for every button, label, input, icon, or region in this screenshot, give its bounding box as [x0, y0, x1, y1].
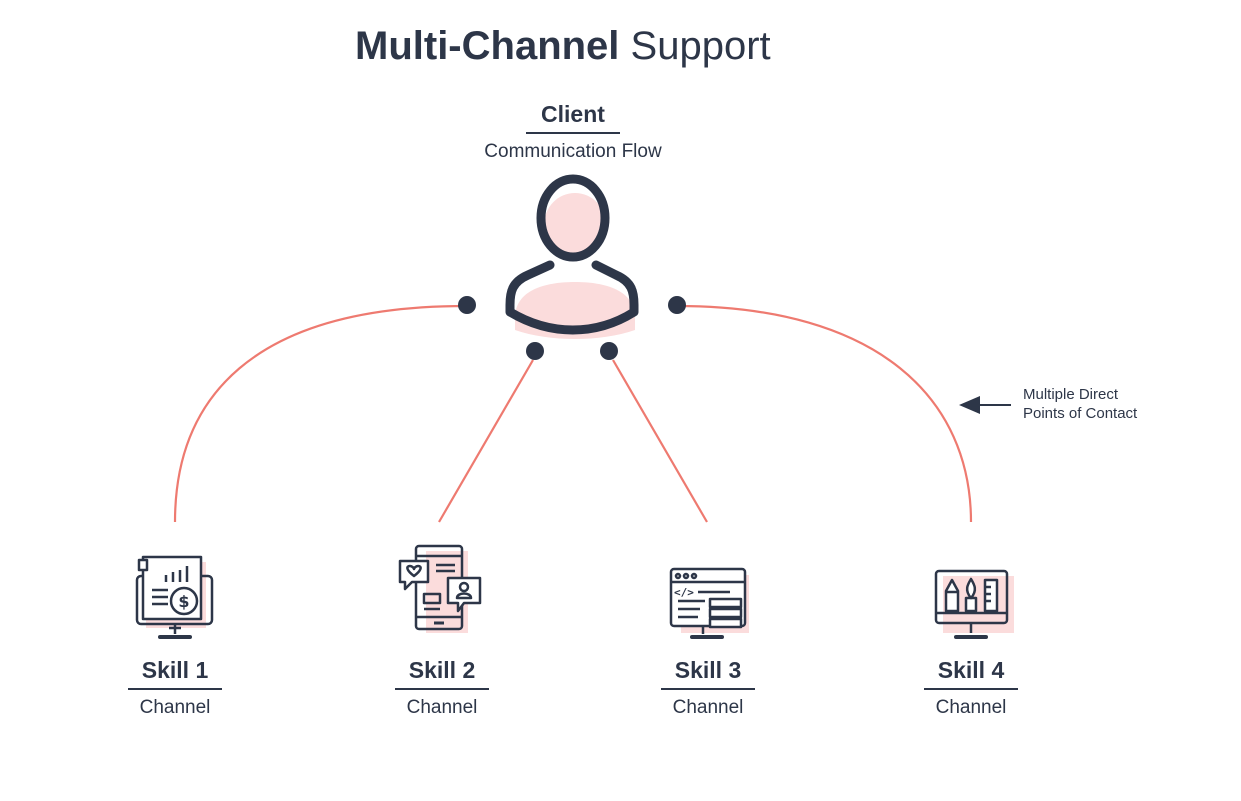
skill-1-name: Skill 1	[141, 657, 209, 683]
skill-1-label: Skill 1 Channel	[105, 656, 245, 720]
connection-dots	[458, 296, 686, 360]
connectors	[173, 304, 973, 523]
skill-4-subtitle: Channel	[935, 696, 1007, 718]
skill-2-subtitle: Channel	[406, 696, 478, 718]
social-mobile-icon	[398, 544, 482, 633]
skill-4-name: Skill 4	[937, 657, 1005, 683]
skill-1-subtitle: Channel	[139, 696, 211, 718]
client-person-icon	[505, 174, 639, 339]
title-bold: Multi-Channel	[355, 24, 620, 68]
connector-skill-1	[173, 304, 467, 523]
connection-dot	[526, 342, 544, 360]
skill-3-label: Skill 3 Channel	[638, 656, 778, 720]
connector-skill-3	[612, 359, 708, 523]
skill-2-name: Skill 2	[408, 657, 476, 683]
skill-4-label: Skill 4 Channel	[901, 656, 1041, 720]
annotation-line-2: Points of Contact	[1023, 405, 1138, 422]
client-name: Client	[541, 101, 605, 127]
title-light: Support	[630, 24, 771, 68]
skill-3-name: Skill 3	[674, 657, 742, 683]
svg-text:$: $	[178, 592, 189, 611]
annotation-text: Multiple Direct Points of Contact	[1023, 385, 1137, 423]
skill-1-underline	[128, 688, 222, 690]
skill-2-underline	[395, 688, 489, 690]
skill-3-underline	[661, 688, 755, 690]
client-label: Client Communication Flow	[473, 100, 673, 164]
code-server-icon: </>	[669, 567, 749, 639]
svg-text:</>: </>	[674, 586, 694, 599]
finance-monitor-icon: $	[135, 555, 214, 639]
page-title: Multi-Channel Support	[355, 22, 771, 70]
connection-dot	[458, 296, 476, 314]
client-underline	[526, 132, 620, 134]
client-subtitle: Communication Flow	[484, 140, 662, 162]
connector-skill-2	[438, 359, 534, 523]
annotation-arrow-icon	[959, 396, 1011, 414]
annotation-line-1: Multiple Direct	[1023, 386, 1119, 403]
skill-2-label: Skill 2 Channel	[372, 656, 512, 720]
skill-4-underline	[924, 688, 1018, 690]
design-tools-icon	[934, 569, 1014, 639]
skill-3-subtitle: Channel	[672, 696, 744, 718]
connection-dot	[668, 296, 686, 314]
connector-skill-4	[676, 304, 973, 523]
connection-dot	[600, 342, 618, 360]
